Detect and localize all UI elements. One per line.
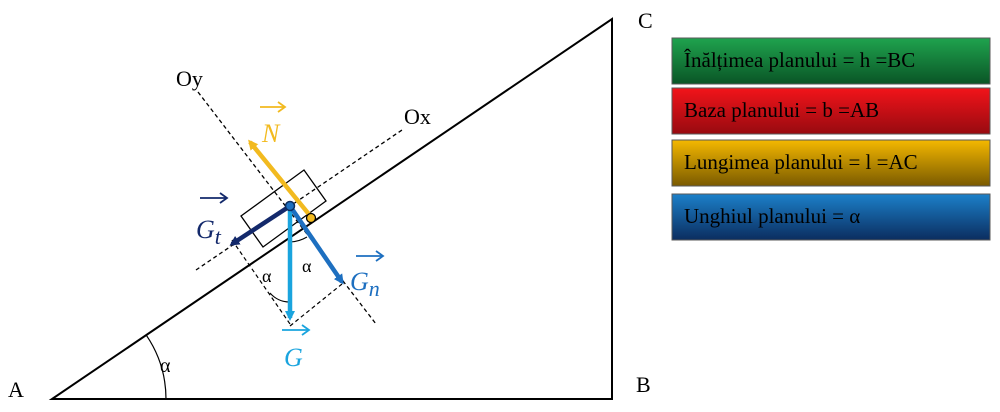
component-dash-2 [289, 283, 343, 327]
angle-arc-g-gn [289, 236, 308, 243]
label-gt: Gt [196, 192, 229, 249]
label-n: N [260, 101, 287, 148]
oy-label: Oy [176, 66, 203, 91]
label-gn: Gn [350, 250, 385, 301]
label-g: G [282, 324, 311, 372]
angle-arc-a [145, 334, 167, 400]
legend-item-base: Baza planului = b =AB [671, 87, 991, 135]
angle-arc-bottom [269, 292, 291, 303]
svg-text:Lungimea planului = l =AC: Lungimea planului = l =AC [684, 150, 918, 174]
svg-text:N: N [261, 119, 281, 148]
force-gn-arrow [288, 204, 344, 285]
contact-point [305, 212, 317, 224]
inclined-plane-triangle [48, 17, 613, 400]
force-gt-arrow [229, 204, 292, 246]
legend-item-length: Lungimea planului = l =AC [671, 139, 991, 187]
svg-text:Gt: Gt [196, 215, 222, 249]
svg-text:G: G [284, 343, 303, 372]
legend-item-angle: Unghiul planului = α [671, 193, 991, 241]
svg-text:Baza planului = b =AB: Baza planului = b =AB [684, 98, 879, 122]
svg-text:Unghiul planului = α: Unghiul planului = α [684, 204, 860, 228]
legend-item-height: Înălțimea planului = h =BC [671, 37, 991, 85]
angle-label-g-gn: α [302, 256, 312, 276]
component-dash-1 [231, 239, 291, 325]
vertex-a-label: A [8, 377, 24, 402]
angle-label-a: α [160, 355, 171, 377]
vertex-c-label: C [638, 8, 653, 33]
angle-label-bottom: α [262, 266, 272, 286]
svg-text:Gn: Gn [350, 267, 380, 301]
force-n-arrow [248, 139, 314, 220]
ox-label: Ox [404, 104, 431, 129]
legend: Înălțimea planului = h =BC Baza planului… [671, 37, 991, 241]
center-of-mass-point [284, 200, 296, 212]
svg-text:Înălțimea planului = h =BC: Înălțimea planului = h =BC [684, 48, 915, 72]
vertex-b-label: B [636, 372, 651, 397]
